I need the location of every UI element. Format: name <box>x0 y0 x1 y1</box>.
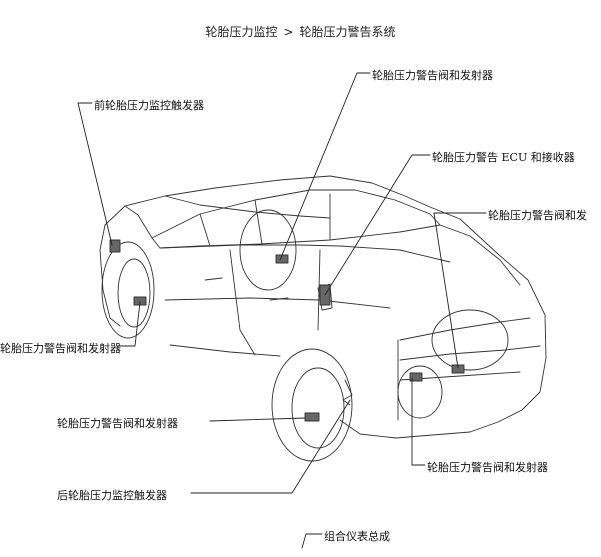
callout-rear-trigger: 后轮胎压力监控触发器 <box>57 489 167 502</box>
callout-valve-front-left: 轮胎压力警告阀和发射器 <box>0 342 121 355</box>
leader-lines <box>77 72 487 549</box>
leader-valve-rear-right <box>411 377 426 466</box>
callout-meter-assembly: 组合仪表总成 <box>324 530 390 543</box>
callout-ecu-receiver: 轮胎压力警告 ECU 和接收器 <box>432 151 575 164</box>
callout-valve-top: 轮胎压力警告阀和发射器 <box>372 69 493 82</box>
leader-valve-right <box>433 212 487 369</box>
car-body <box>99 175 547 439</box>
callout-valve-rear-right: 轮胎压力警告阀和发射器 <box>427 461 548 474</box>
leader-front-trigger <box>77 102 113 246</box>
leader-valve-top <box>279 72 371 261</box>
breadcrumb: 轮胎压力监控 > 轮胎压力警告系统 <box>0 23 601 40</box>
valve-right-mark <box>451 364 465 374</box>
callout-valve-rear-left: 轮胎压力警告阀和发射器 <box>57 417 178 430</box>
wheels <box>101 209 509 462</box>
valve-rear-left-mark <box>304 412 320 422</box>
valve-rear-right-mark <box>409 372 423 382</box>
leader-rear-trigger <box>190 399 351 494</box>
leader-valve-front-left <box>117 301 141 347</box>
breadcrumb-parent[interactable]: 轮胎压力监控 <box>205 25 278 39</box>
component-marks <box>109 239 465 422</box>
breadcrumb-separator: > <box>283 25 294 39</box>
front-trigger-mark <box>109 239 121 253</box>
callout-valve-right: 轮胎压力警告阀和发 <box>488 209 587 222</box>
breadcrumb-current: 轮胎压力警告系统 <box>299 25 396 39</box>
callout-front-trigger: 前轮胎压力监控触发器 <box>94 99 204 112</box>
rear-trigger-mark <box>342 379 353 406</box>
leader-ecu <box>324 154 431 296</box>
leader-meter <box>301 533 323 549</box>
leader-valve-rear-left <box>209 417 306 422</box>
